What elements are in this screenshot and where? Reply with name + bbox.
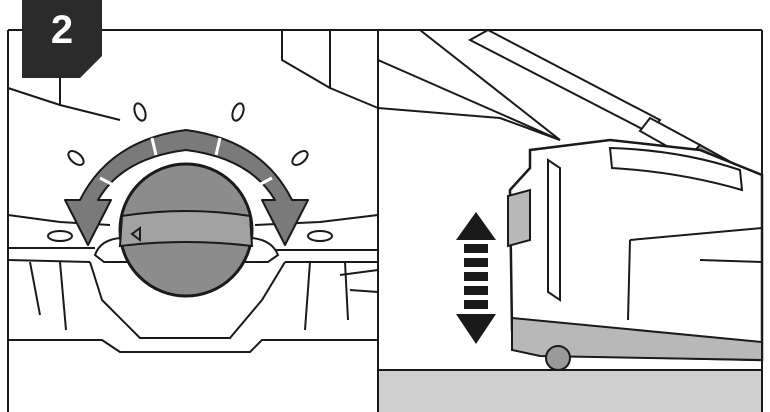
mower-body [507, 138, 764, 371]
right-panel [377, 28, 764, 412]
rotate-dial-icon [64, 129, 309, 246]
step-number: 2 [50, 8, 74, 52]
height-dial [93, 162, 280, 298]
up-down-arrow-icon [456, 212, 496, 344]
step-badge [22, 0, 102, 78]
